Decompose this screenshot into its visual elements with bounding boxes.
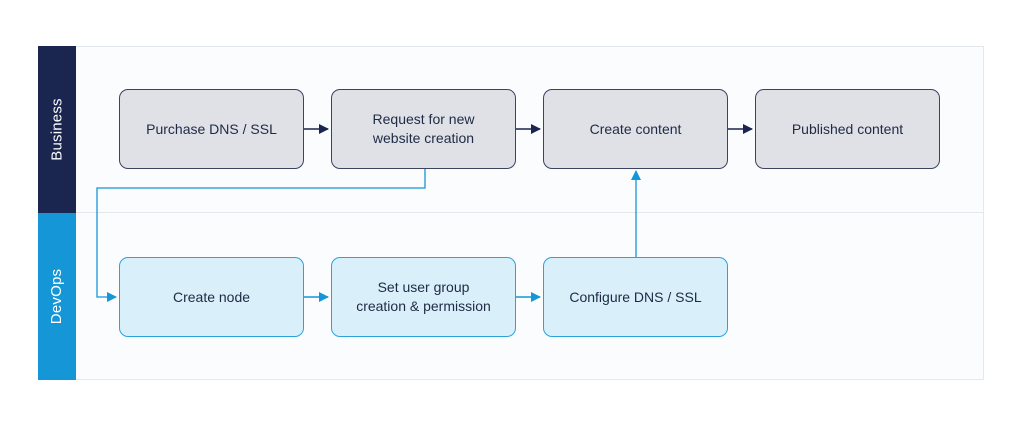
node-create-content: Create content bbox=[543, 89, 728, 169]
business-lane-header: Business bbox=[38, 46, 76, 213]
lane-divider bbox=[76, 212, 984, 213]
node-create-node: Create node bbox=[119, 257, 304, 337]
node-set-user-group: Set user group creation & permission bbox=[331, 257, 516, 337]
node-published-content: Published content bbox=[755, 89, 940, 169]
devops-lane-header: DevOps bbox=[38, 213, 76, 380]
swimlane-frame bbox=[38, 46, 984, 380]
node-configure-dns-ssl: Configure DNS / SSL bbox=[543, 257, 728, 337]
node-purchase-dns-ssl: Purchase DNS / SSL bbox=[119, 89, 304, 169]
node-request-website-creation: Request for new website creation bbox=[331, 89, 516, 169]
